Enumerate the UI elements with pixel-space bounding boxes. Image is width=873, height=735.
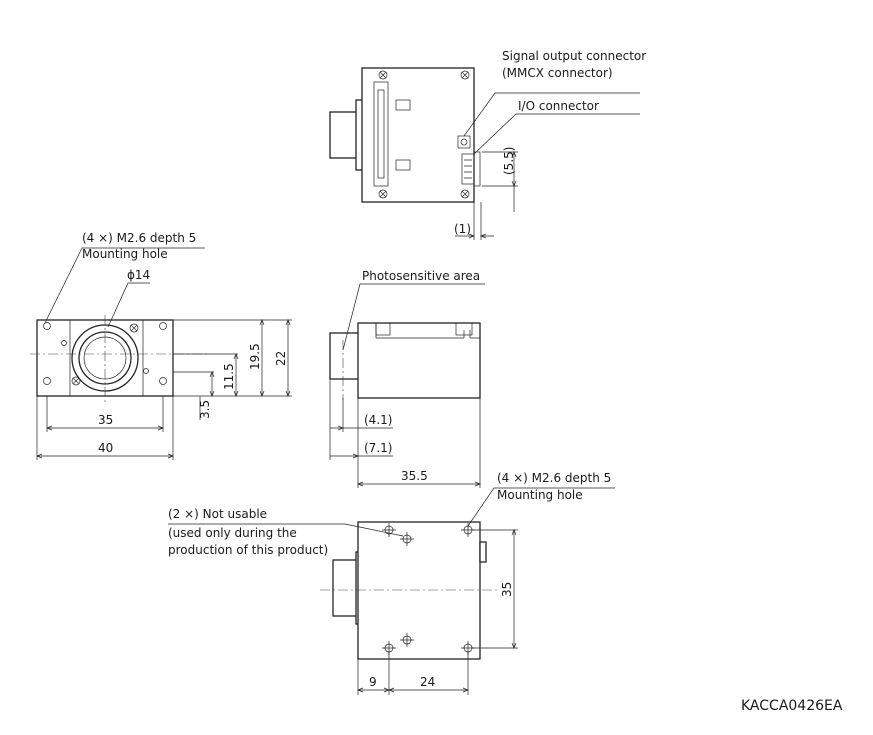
front-view [30, 247, 292, 460]
dim-35-front: 35 [98, 413, 113, 427]
diameter-label: ϕ14 [127, 268, 150, 282]
mmcx-connector-label: (MMCX connector) [502, 66, 613, 80]
dim-11-5: 11.5 [222, 363, 236, 390]
dim-1: (1) [454, 222, 471, 236]
dim-40: 40 [98, 441, 113, 455]
dim-4-1: (4.1) [364, 413, 392, 427]
dim-35-5: 35.5 [401, 469, 428, 483]
dim-5-5: (5.5) [502, 147, 516, 175]
dim-3-5: 3.5 [198, 400, 212, 419]
side-view [329, 283, 485, 488]
dim-24: 24 [420, 675, 435, 689]
signal-output-connector-label: Signal output connector [502, 49, 646, 63]
io-connector-label: I/O connector [518, 99, 599, 113]
not-usable-label: (2 ×) Not usable [168, 507, 267, 521]
mounting-hole-label-front: Mounting hole [82, 247, 168, 261]
dim-22: 22 [274, 351, 288, 366]
production-label: production of this product) [168, 543, 328, 557]
dim-7-1: (7.1) [364, 441, 392, 455]
dim-19-5: 19.5 [248, 343, 262, 370]
mounting-hole-spec-bottom: (4 ×) M2.6 depth 5 [497, 471, 611, 485]
bottom-view [168, 487, 615, 695]
dim-9: 9 [369, 675, 377, 689]
mounting-hole-spec-front: (4 ×) M2.6 depth 5 [82, 231, 196, 245]
top-view [329, 67, 640, 240]
drawing-code: KACCA0426EA [741, 698, 843, 714]
dim-35-side: 35 [500, 582, 514, 597]
mounting-hole-label-bottom: Mounting hole [497, 488, 583, 502]
used-only-during-label: (used only during the [168, 526, 297, 540]
photosensitive-area-label: Photosensitive area [362, 269, 480, 283]
